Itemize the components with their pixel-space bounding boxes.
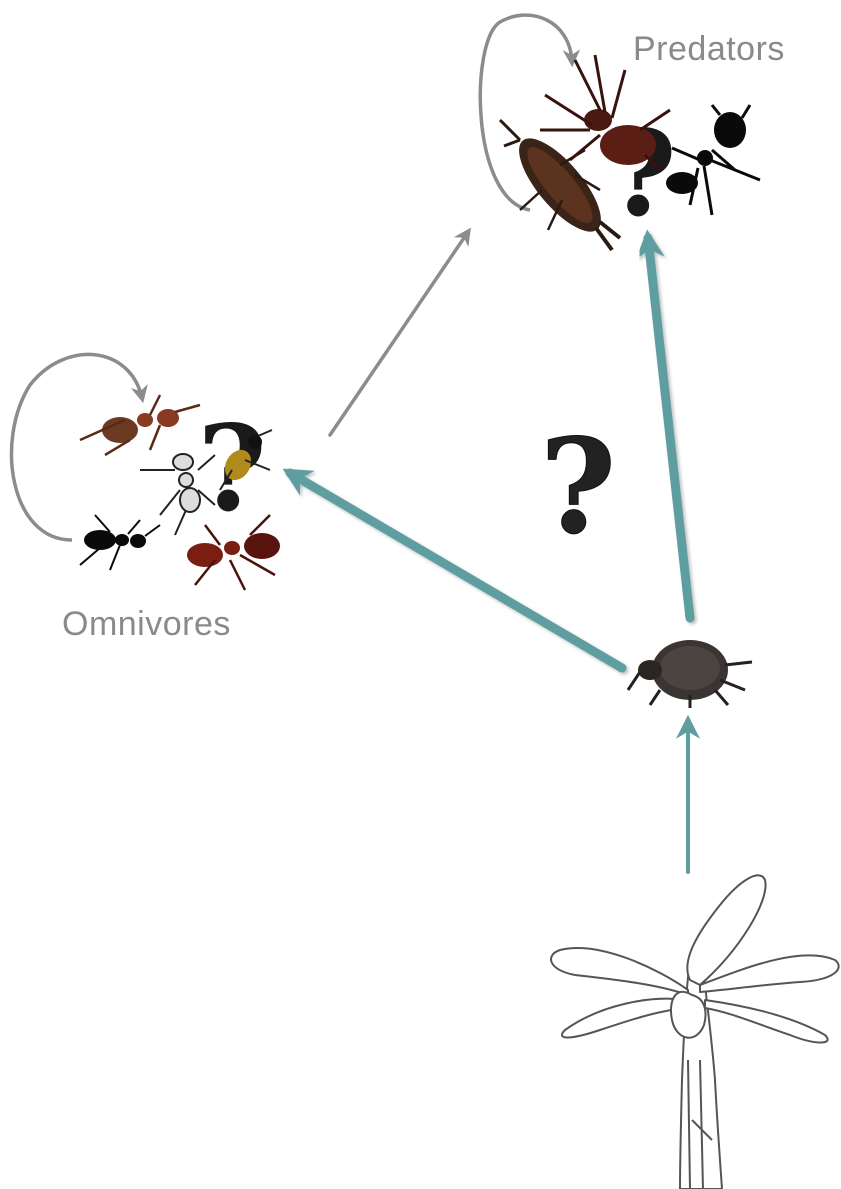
weevil-icon xyxy=(628,640,752,708)
question-mark-center: ? xyxy=(540,410,616,563)
question-mark-predators: ? xyxy=(607,104,676,243)
ant-icon xyxy=(80,515,160,570)
omnivores-label: Omnivores xyxy=(62,605,231,644)
svg-text:?: ? xyxy=(540,410,616,563)
arrow-omnivores-to-predators xyxy=(330,232,468,435)
banana-plant-icon xyxy=(551,875,839,1189)
ant-icon xyxy=(666,105,760,215)
svg-text:?: ? xyxy=(607,104,676,243)
predators-label: Predators xyxy=(633,30,785,69)
self-loop-omnivores xyxy=(11,354,142,540)
arrow-weevil-to-predators xyxy=(648,238,690,618)
ant-icon xyxy=(80,395,200,455)
